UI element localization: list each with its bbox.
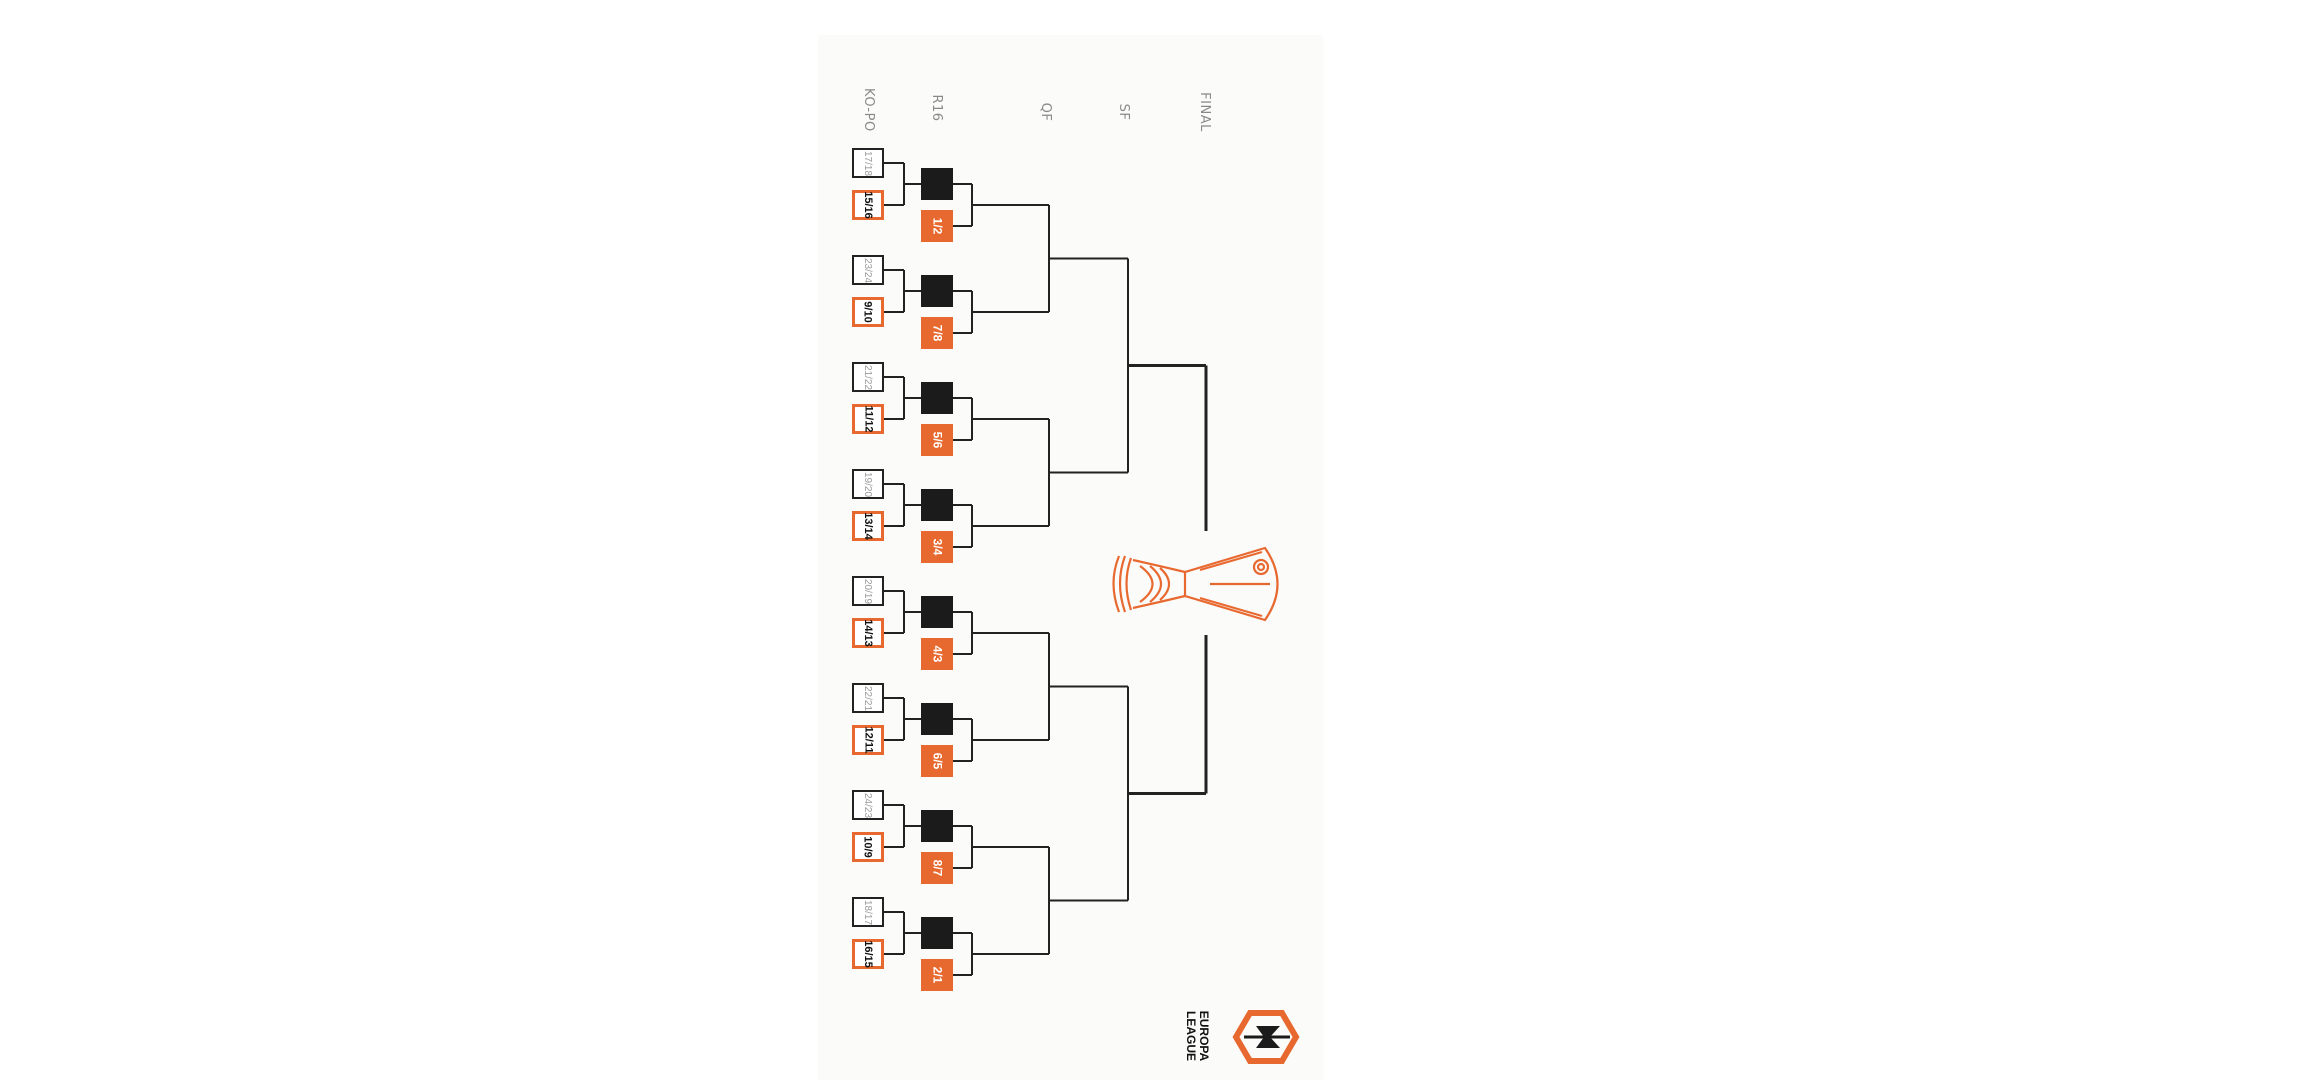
r16-seed: 2/1 [921, 959, 953, 991]
kopo-seed-bottom: 10/9 [852, 832, 884, 862]
logo-line-1: EUROPA [1197, 1010, 1211, 1062]
kopo-seed-bottom-label: 11/12 [862, 405, 875, 433]
r16-seed-label: 1/2 [930, 217, 944, 235]
r16-seed-label: 3/4 [930, 538, 944, 556]
europa-league-logo-icon [1232, 1010, 1300, 1064]
kopo-seed-bottom: 15/16 [852, 190, 884, 220]
r16-seed-label: 8/7 [930, 859, 944, 877]
r16-seed-label: 4/3 [930, 645, 944, 663]
kopo-seed-bottom-label: 15/16 [862, 191, 874, 219]
r16-seed-label: 5/6 [930, 431, 944, 449]
kopo-seed-bottom: 16/15 [852, 939, 884, 969]
r16-slot [921, 917, 953, 949]
kopo-seed-top-label: 17/18 [862, 150, 874, 176]
kopo-seed-top: 24/23 [852, 790, 884, 820]
r16-seed: 3/4 [921, 531, 953, 563]
kopo-seed-bottom: 13/14 [852, 511, 884, 541]
r16-slot [921, 703, 953, 735]
kopo-seed-bottom: 14/13 [852, 618, 884, 648]
kopo-seed-top: 20/19 [852, 576, 884, 606]
bracket-panel [818, 35, 1323, 1080]
r16-slot [921, 489, 953, 521]
kopo-seed-bottom: 11/12 [852, 404, 884, 434]
r16-slot [921, 382, 953, 414]
r16-seed: 6/5 [921, 745, 953, 777]
kopo-seed-bottom-label: 10/9 [861, 836, 874, 858]
kopo-seed-top-label: 19/20 [862, 471, 874, 497]
kopo-seed-bottom-label: 13/14 [862, 512, 874, 540]
kopo-seed-top-label: 24/23 [862, 792, 874, 818]
r16-seed-label: 6/5 [930, 752, 944, 770]
kopo-seed-top: 19/20 [852, 469, 884, 499]
r16-seed: 7/8 [921, 317, 953, 349]
r16-slot [921, 168, 953, 200]
kopo-seed-top: 22/21 [852, 683, 884, 713]
kopo-seed-bottom-label: 16/15 [862, 940, 874, 968]
kopo-seed-top: 18/17 [852, 897, 884, 927]
kopo-seed-top: 17/18 [852, 148, 884, 178]
r16-seed: 5/6 [921, 424, 953, 456]
kopo-seed-top-label: 18/17 [862, 899, 874, 925]
kopo-seed-bottom-label: 12/11 [862, 726, 875, 754]
kopo-seed-bottom: 9/10 [852, 297, 884, 327]
kopo-seed-top-label: 22/21 [862, 685, 874, 711]
trophy-icon [1112, 546, 1279, 622]
r16-slot [921, 810, 953, 842]
r16-seed: 8/7 [921, 852, 953, 884]
kopo-seed-bottom-label: 9/10 [861, 301, 874, 323]
kopo-seed-top-label: 21/22 [862, 364, 874, 390]
r16-seed: 1/2 [921, 210, 953, 242]
kopo-seed-top: 23/24 [852, 255, 884, 285]
r16-seed-label: 7/8 [930, 324, 944, 342]
r16-seed-label: 2/1 [930, 966, 944, 984]
logo-line-2: LEAGUE [1184, 1010, 1198, 1061]
kopo-seed-top-label: 23/24 [862, 257, 874, 283]
kopo-seed-top: 21/22 [852, 362, 884, 392]
kopo-seed-top-label: 20/19 [862, 578, 874, 604]
r16-seed: 4/3 [921, 638, 953, 670]
r16-slot [921, 596, 953, 628]
kopo-seed-bottom: 12/11 [852, 725, 884, 755]
r16-slot [921, 275, 953, 307]
kopo-seed-bottom-label: 14/13 [862, 619, 874, 647]
